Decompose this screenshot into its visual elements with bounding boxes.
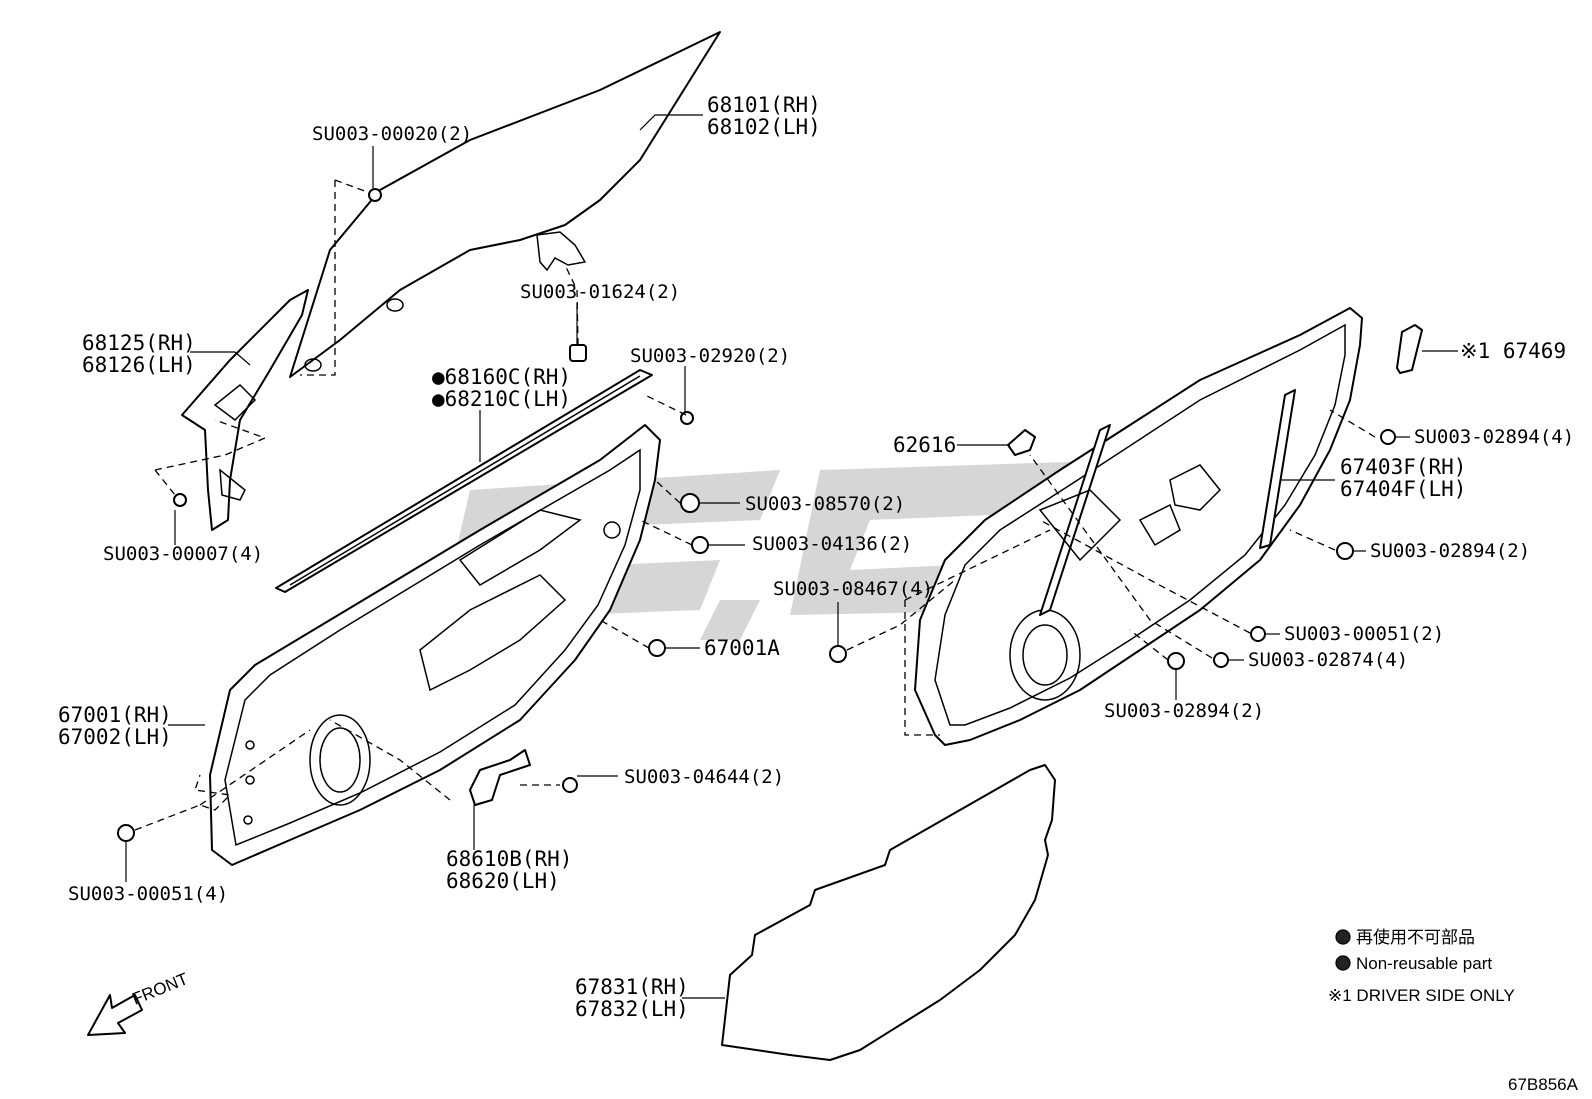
label-clip-01624: SU003-01624(2) [520,281,680,303]
legend-line-2: Non-reusable part [1356,954,1492,973]
door-panel-right [914,307,1363,746]
label-nut-02894-2a: SU003-02894(2) [1370,540,1530,562]
label-seal-lh: 67832(LH) [575,997,689,1021]
legend-dot-1 [1335,929,1351,945]
label-grommet-67001a: 67001A [704,636,780,660]
label-nut-02894-2b: SU003-02894(2) [1104,700,1264,722]
assembly-lines [134,179,1376,831]
label-nut-00051-left: SU003-00051(4) [68,883,228,905]
pad-67469 [1396,324,1423,374]
leader-lines [125,114,1458,999]
label-nut-08467: SU003-08467(4) [773,578,933,600]
door-glass [289,31,721,378]
door-panel-left [209,424,661,866]
label-pad-67469: ※1 67469 [1460,339,1566,363]
window-regulator [1038,389,1296,616]
belt-weatherstrip [275,369,653,593]
label-nut-02894-4: SU003-02894(4) [1414,426,1574,448]
label-regulator-rh: 67403F(RH) [1340,455,1466,479]
label-bolt-04644: SU003-04644(2) [624,766,784,788]
label-regulator-lh: 67404F(LH) [1340,477,1466,501]
legend-line-3: ※1 DRIVER SIDE ONLY [1328,986,1515,1005]
label-vent-rh: 68125(RH) [82,331,196,355]
door-check [469,749,531,806]
label-nut-02874: SU003-02874(4) [1248,649,1408,671]
label-front: FRONT [129,969,190,1009]
clip-62616 [1007,429,1036,456]
label-bolt-00020: SU003-00020(2) [312,123,472,145]
label-weatherstrip-lh: ●68210C(LH) [432,387,571,411]
label-nut-00051-right: SU003-00051(2) [1284,623,1444,645]
label-door-lh: 67002(LH) [58,725,172,749]
label-check-rh: 68610B(RH) [446,847,572,871]
label-grommet-08570: SU003-08570(2) [745,493,905,515]
label-clip-62616: 62616 [893,433,956,457]
legend-dot-2 [1335,955,1351,971]
fasteners [117,188,1396,842]
label-weatherstrip-rh: ●68160C(RH) [432,365,571,389]
service-hole-cover [721,764,1056,1061]
front-arrow [87,994,143,1036]
legend: 再使用不可部品 Non-reusable part ※1 DRIVER SIDE… [1328,927,1515,1005]
label-nut-04136: SU003-04136(2) [752,533,912,555]
label-vent-lh: 68126(LH) [82,353,196,377]
label-bolt-02920: SU003-02920(2) [630,345,790,367]
legend-line-1: 再使用不可部品 [1356,927,1475,947]
label-glass-rh: 68101(RH) [707,93,821,117]
label-bolt-00007: SU003-00007(4) [103,543,263,565]
label-glass-lh: 68102(LH) [707,115,821,139]
part-labels: 68101(RH) 68102(LH) SU003-00020(2) 68125… [58,93,1574,1021]
label-seal-rh: 67831(RH) [575,975,689,999]
front-sash [181,289,309,531]
label-check-lh: 68620(LH) [446,869,560,893]
diagram-code: 67B856A [1508,1075,1579,1094]
label-door-rh: 67001(RH) [58,703,172,727]
